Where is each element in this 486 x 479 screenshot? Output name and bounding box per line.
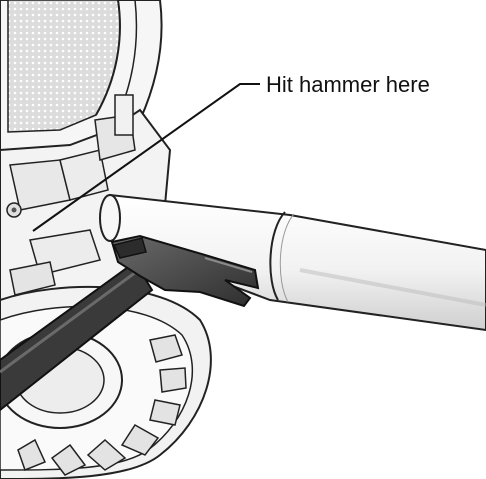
tube	[99, 193, 486, 332]
hammer-handle	[0, 260, 154, 412]
tube-collar	[269, 211, 286, 301]
hammer-icon	[0, 234, 260, 412]
callout-label: Hit hammer here	[266, 72, 430, 97]
callout-leader-line	[32, 83, 260, 232]
hammer-head	[110, 234, 260, 308]
callout: Hit hammer here	[32, 72, 430, 232]
upper-housing	[0, 0, 163, 151]
